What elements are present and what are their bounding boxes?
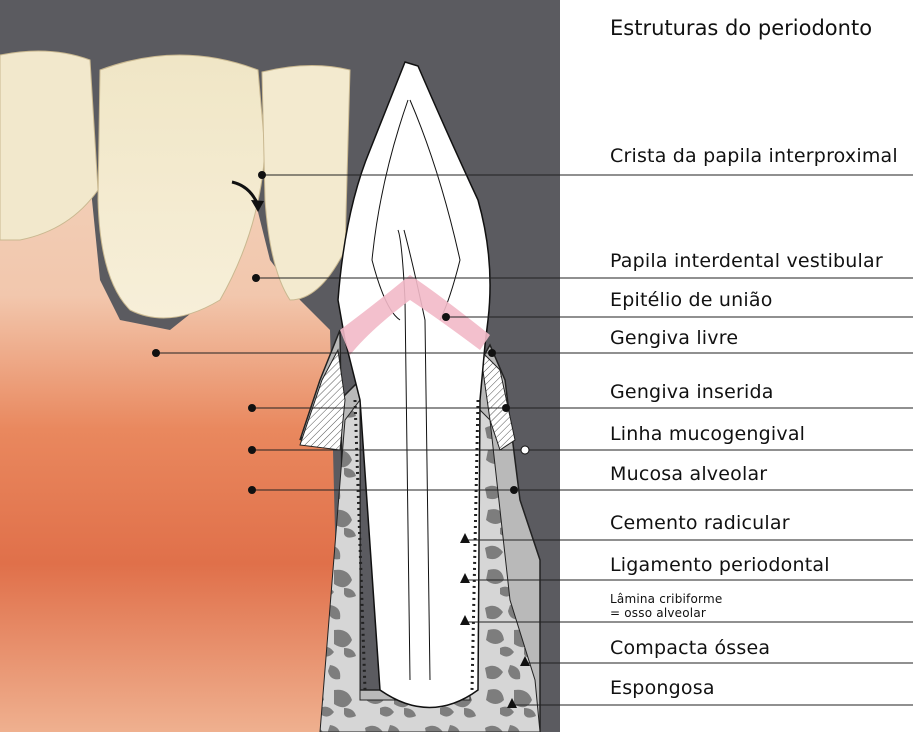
label-cemento-radicular: Cemento radicular <box>610 512 790 534</box>
label-ligamento-periodontal: Ligamento periodontal <box>610 554 830 576</box>
right-incisor-photo <box>262 65 350 300</box>
diagram-title: Estruturas do periodonto <box>610 16 872 40</box>
label-papila-interdental: Papila interdental vestibular <box>610 250 883 272</box>
label-crista-papila: Crista da papila interproximal <box>610 145 898 167</box>
label-linha-mucogengival: Linha mucogengival <box>610 423 805 445</box>
label-osso-alveolar: = osso alveolar <box>610 606 706 620</box>
label-mucosa-alveolar: Mucosa alveolar <box>610 463 767 485</box>
label-gengiva-livre: Gengiva livre <box>610 327 738 349</box>
label-compacta-ossea: Compacta óssea <box>610 637 770 659</box>
label-lamina-cribiforme: Lâmina cribiforme <box>610 592 722 606</box>
label-epitelio-uniao: Epitélio de união <box>610 289 773 311</box>
mucogingival-marker-white <box>521 446 529 454</box>
label-gengiva-inserida: Gengiva inserida <box>610 381 774 403</box>
label-espongosa: Espongosa <box>610 677 715 699</box>
